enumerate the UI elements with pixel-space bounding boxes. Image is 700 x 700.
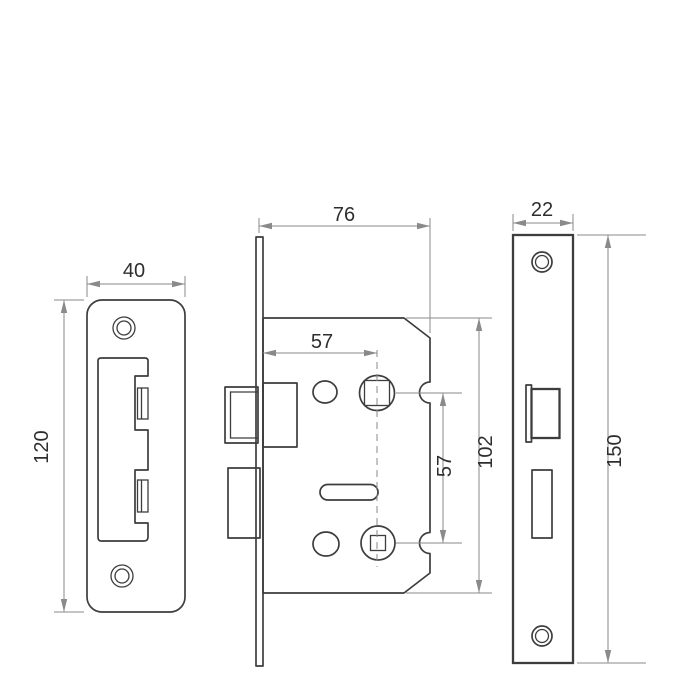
dim-faceplate-width: 22 <box>512 199 574 231</box>
arrowhead <box>604 650 612 663</box>
arrowhead <box>475 318 483 331</box>
dim-label-strike-plate-width: 40 <box>123 260 145 282</box>
strike-plate-view <box>86 299 186 613</box>
arrowhead <box>439 530 447 543</box>
latch-bolt-bevel <box>229 391 258 439</box>
arrowhead <box>259 222 272 230</box>
arrowhead <box>60 300 68 313</box>
screw-hole-inner <box>114 568 130 584</box>
lock-case-outline <box>262 317 431 594</box>
extension-line <box>406 317 492 594</box>
latch-bolt <box>224 386 259 444</box>
arrowhead <box>172 280 185 288</box>
screw-hole-outer <box>531 625 553 647</box>
dim-label-follower-centres: 57 <box>434 455 456 477</box>
arrowhead <box>475 580 483 593</box>
screw-hole-inner <box>116 320 132 336</box>
dim-label-lock-case-height: 102 <box>475 435 497 468</box>
arrowhead <box>263 349 276 357</box>
latch-housing <box>262 382 298 448</box>
fixing-hole <box>312 380 338 404</box>
dim-follower-centres: 57 <box>434 393 456 543</box>
extension-line <box>86 276 186 297</box>
extension-line <box>577 234 646 664</box>
latch-keep-tab <box>136 479 149 513</box>
arrowhead <box>439 393 447 406</box>
follower-centre-line <box>396 392 462 544</box>
fixing-hole <box>312 531 340 557</box>
arrowhead <box>417 222 430 230</box>
dim-lock-case-height: 102 <box>406 317 497 594</box>
arrowhead <box>60 599 68 612</box>
dim-lock-case-width: 76 <box>258 204 431 333</box>
screw-hole-outer <box>112 316 136 340</box>
screw-hole-outer <box>531 251 553 273</box>
strike-plate-outline <box>86 299 186 613</box>
lock-case-view <box>224 236 462 667</box>
screw-hole-inner <box>534 254 550 270</box>
arrowhead <box>364 349 377 357</box>
extension-line <box>258 218 431 333</box>
dim-label-lock-case-width: 76 <box>333 204 355 226</box>
screw-hole-inner <box>534 628 550 644</box>
arrowhead <box>560 219 573 227</box>
arrowhead <box>87 280 100 288</box>
screw-hole-outer <box>110 564 134 588</box>
faceplate-edge <box>255 236 264 667</box>
dim-label-backset: 57 <box>311 331 333 353</box>
deadbolt-opening <box>531 469 553 539</box>
handle-slot <box>319 483 379 501</box>
dim-faceplate-height: 150 <box>577 234 646 664</box>
arrowhead <box>513 219 526 227</box>
latch-keep-tab <box>136 387 149 420</box>
faceplate-view <box>511 233 575 665</box>
deadbolt <box>227 467 261 539</box>
dim-strike-plate-height: 120 <box>31 299 84 613</box>
dim-label-strike-plate-height: 120 <box>31 430 53 463</box>
dim-backset: 57 <box>263 331 377 357</box>
strike-cutout <box>97 357 149 542</box>
dim-label-faceplate-height: 150 <box>604 434 626 467</box>
extension-line <box>54 299 84 613</box>
arrowhead <box>604 235 612 248</box>
latch-bolt-face <box>530 387 561 440</box>
thumbturn-follower <box>360 525 396 561</box>
thumbturn-square-hole <box>369 534 387 552</box>
dim-strike-plate-width: 40 <box>86 260 186 297</box>
dim-label-faceplate-width: 22 <box>531 199 553 221</box>
faceplate-outline <box>511 233 575 665</box>
